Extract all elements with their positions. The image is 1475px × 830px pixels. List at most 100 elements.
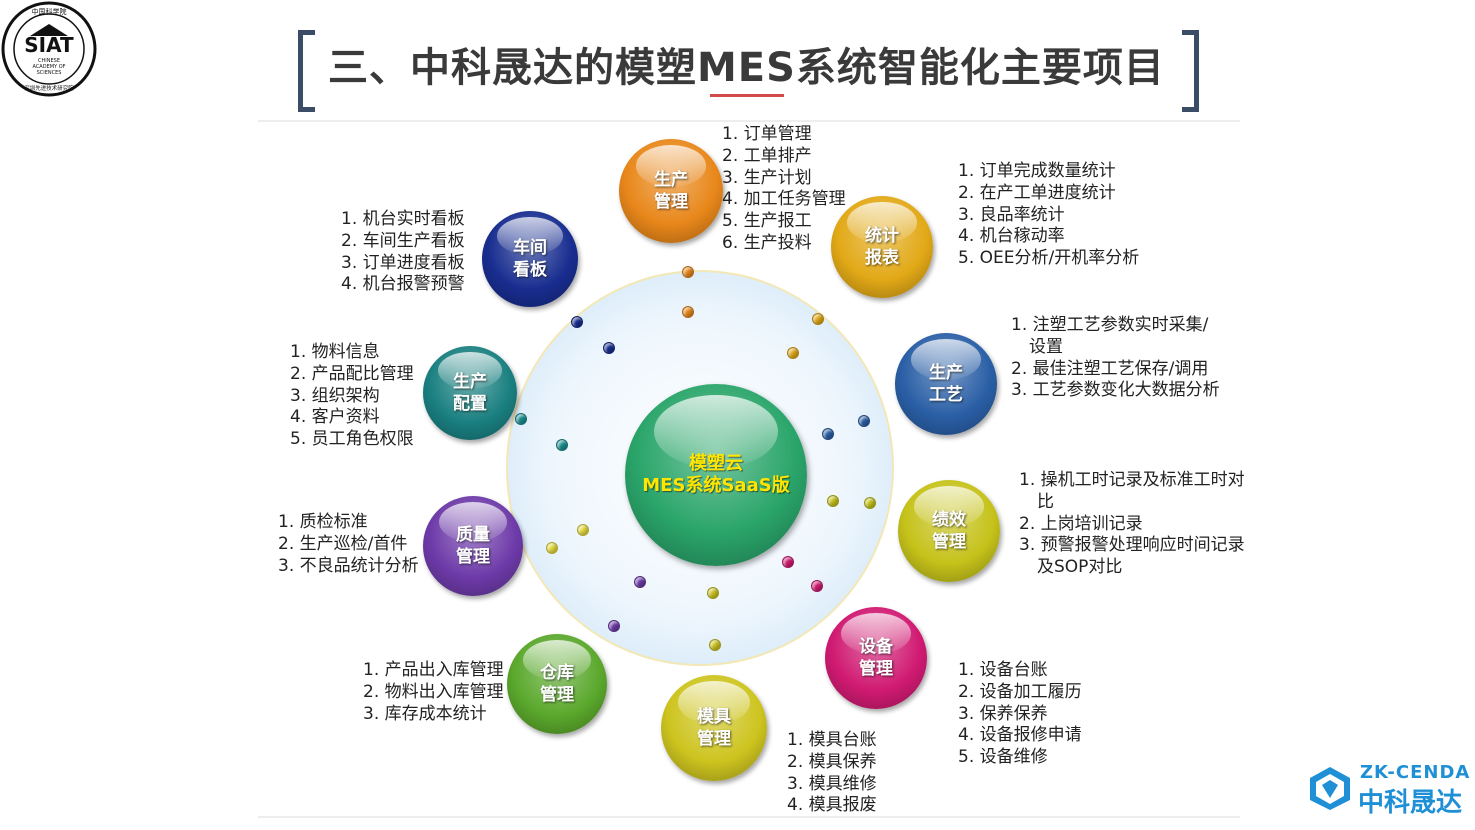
feature-item: 5. 员工角色权限 <box>290 429 414 450</box>
feature-item: 2. 设备加工履历 <box>958 681 1082 702</box>
page-title: 三、中科晟达的模塑MES系统智能化主要项目 <box>328 45 1165 91</box>
feature-item: 3. 库存成本统计 <box>363 703 487 724</box>
siat-en-2: ACADEMY OF <box>32 64 65 70</box>
module-label-line1: 车间 <box>513 238 547 258</box>
feature-item: 5. 生产报工 <box>722 211 812 232</box>
feature-item: 2. 在产工单进度统计 <box>958 182 1116 203</box>
connector-dot <box>858 415 870 427</box>
module-bubble-equipment-management[interactable]: 设备管理 <box>825 607 927 709</box>
feature-item: 3. 不良品统计分析 <box>278 555 419 576</box>
feature-item: 2. 车间生产看板 <box>341 230 465 251</box>
module-label-line1: 生产 <box>929 363 963 383</box>
siat-en-3: SCIENCES <box>37 70 62 76</box>
siat-logo: 中国科学院 SIAT CHINESE ACADEMY OF SCIENCES 深… <box>1 1 97 97</box>
feature-item: 3. 订单进度看板 <box>341 252 465 273</box>
feature-item: 2. 生产巡检/首件 <box>278 533 408 554</box>
zk-cenda-logo-icon <box>1310 767 1350 810</box>
connector-dot <box>787 347 799 359</box>
feature-item: 4. 机台稼动率 <box>958 226 1065 247</box>
module-label-line2: 配置 <box>453 394 487 414</box>
module-bubble-production-management[interactable]: 生产管理 <box>619 139 723 243</box>
connector-dot <box>707 587 719 599</box>
connector-dot <box>827 495 839 507</box>
module-bubble-quality-management[interactable]: 质量管理 <box>423 496 523 596</box>
connector-dot <box>577 524 589 536</box>
module-bubble-statistics-report[interactable]: 统计报表 <box>831 196 933 298</box>
module-bubble-production-config[interactable]: 生产配置 <box>423 346 517 440</box>
module-bubble-mold-management[interactable]: 模具管理 <box>661 675 767 781</box>
feature-item: 4. 客户资料 <box>290 407 380 428</box>
connector-dot <box>812 313 824 325</box>
feature-item: 1. 订单管理 <box>722 124 812 144</box>
feature-item: 2. 物料出入库管理 <box>363 681 504 702</box>
zk-cenda-chinese-name: 中科晟达 <box>1358 788 1463 818</box>
connector-dot <box>608 620 620 632</box>
module-bubble-performance-management[interactable]: 绩效管理 <box>898 480 1000 582</box>
feature-item: 6. 生产投料 <box>722 232 812 253</box>
feature-item: 1. 操机工时记录及标准工时对 <box>1019 470 1245 490</box>
siat-en-1: CHINESE <box>38 58 60 64</box>
feature-item: 4. 加工任务管理 <box>722 189 846 210</box>
siat-cn-ring: 中国科学院 <box>32 7 67 16</box>
bottom-divider <box>258 816 1240 818</box>
module-label-line2: 管理 <box>932 532 966 552</box>
module-label-line1: 生产 <box>453 372 487 392</box>
center-label-line1: 模塑云 <box>689 453 743 474</box>
connector-dot <box>634 576 646 588</box>
module-bubble-production-process[interactable]: 生产工艺 <box>895 333 997 435</box>
module-label-line2: 管理 <box>456 547 490 567</box>
feature-item: 2. 上岗培训记录 <box>1019 513 1143 534</box>
connector-dot <box>822 428 834 440</box>
connector-dot <box>571 316 583 328</box>
feature-item: 3. 组织架构 <box>290 385 380 406</box>
module-label-line1: 设备 <box>859 637 893 657</box>
module-label-line2: 看板 <box>513 260 547 280</box>
module-label-line2: 工艺 <box>929 385 963 405</box>
feature-item: 2. 产品配比管理 <box>290 363 414 384</box>
module-label-line1: 生产 <box>654 170 688 190</box>
feature-item: 1. 物料信息 <box>290 342 380 362</box>
title-bracket-left <box>298 30 315 112</box>
feature-item: 2. 最佳注塑工艺保存/调用 <box>1011 358 1209 379</box>
feature-item: 3. 保养保养 <box>958 703 1048 724</box>
feature-item: 3. 预警报警处理响应时间记录 <box>1019 535 1245 556</box>
feature-item: 1. 质检标准 <box>278 512 368 532</box>
module-label-line2: 管理 <box>697 729 731 749</box>
module-bubble-workshop-board[interactable]: 车间看板 <box>482 211 578 307</box>
connector-dot <box>556 439 568 451</box>
feature-item: 1. 注塑工艺参数实时采集/ <box>1011 315 1209 335</box>
center-label-line2: MES系统SaaS版 <box>642 475 790 496</box>
connector-dot <box>682 266 694 278</box>
module-label-line1: 模具 <box>697 707 731 727</box>
module-label-line1: 统计 <box>865 226 899 246</box>
module-bubble-warehouse-management[interactable]: 仓库管理 <box>507 634 607 734</box>
module-label-line2: 管理 <box>859 659 893 679</box>
center-bubble-mes-saas[interactable]: 模塑云 MES系统SaaS版 <box>625 384 807 566</box>
feature-item: 设置 <box>1029 336 1063 357</box>
siat-abbr: SIAT <box>24 33 74 57</box>
connector-dot <box>682 306 694 318</box>
feature-item: 1. 产品出入库管理 <box>363 660 504 680</box>
feature-item: 及SOP对比 <box>1037 557 1123 578</box>
module-label-line1: 仓库 <box>540 663 574 683</box>
feature-item: 1. 机台实时看板 <box>341 209 465 229</box>
connector-dot <box>515 413 527 425</box>
top-divider <box>258 120 1240 122</box>
module-label-line2: 管理 <box>654 192 688 212</box>
module-label-line2: 报表 <box>865 248 899 268</box>
connector-dot <box>864 497 876 509</box>
connector-dot <box>603 342 615 354</box>
feature-item: 1. 订单完成数量统计 <box>958 161 1116 181</box>
feature-item: 5. 设备维修 <box>958 747 1048 768</box>
feature-item: 2. 工单排产 <box>722 145 812 166</box>
title-bracket-right <box>1182 30 1199 112</box>
feature-item: 比 <box>1037 491 1054 512</box>
